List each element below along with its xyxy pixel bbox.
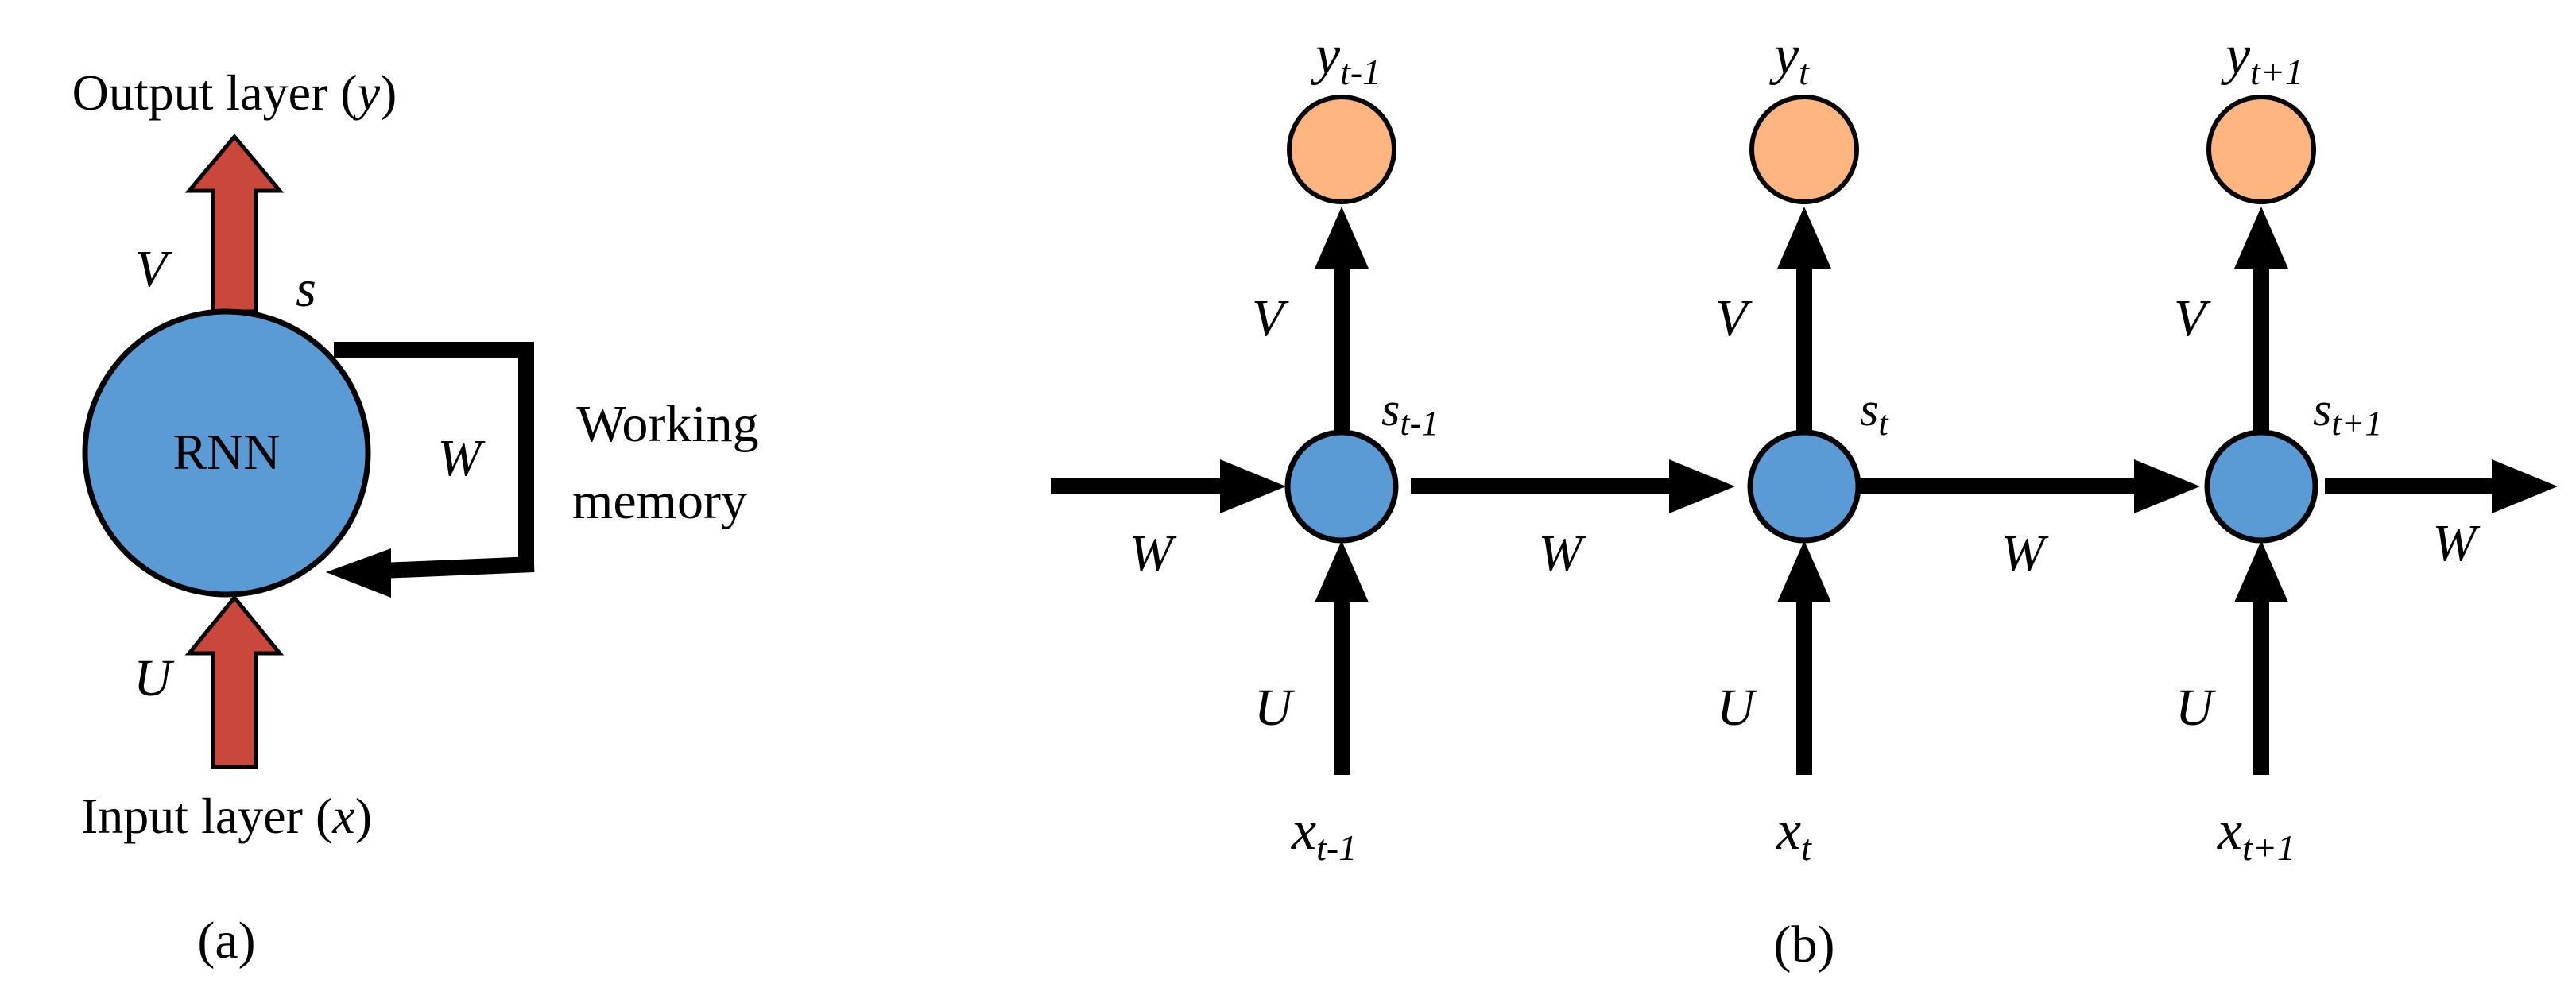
state-node [1284, 429, 1399, 544]
w-label-out: W [2433, 514, 2481, 572]
v-label: V [1252, 289, 1289, 347]
state-node [2204, 429, 2318, 544]
output-node [2206, 95, 2316, 204]
state-label: st-1 [1381, 383, 1439, 443]
memory-label-line2: memory [572, 472, 747, 530]
u-label: U [1254, 679, 1296, 737]
memory-label-line1: Working [576, 395, 758, 453]
output-label: yt [1769, 25, 1810, 92]
output-label: yt-1 [1311, 25, 1381, 92]
u-label: U [2175, 679, 2217, 737]
state-label: s [296, 260, 316, 318]
caption-b: (b) [1774, 916, 1835, 974]
w-label-2: W [2001, 525, 2049, 583]
recurrent-loop [326, 342, 535, 598]
state-node [1747, 429, 1861, 544]
input-label: xt [1776, 800, 1812, 868]
input-label: xt-1 [1291, 800, 1357, 868]
output-arrow [184, 134, 285, 314]
panel-a: Output layer (y) RNN V s W U Working mem… [72, 64, 759, 970]
input-arrow [184, 594, 285, 769]
rnn-node [82, 308, 371, 598]
output-node [1287, 95, 1396, 204]
w-label-1: W [1539, 525, 1586, 583]
panel-b: W W W W yt-1 V st-1 U xt-1 yt V [1051, 25, 2558, 974]
time-step-t-plus-1: yt+1 V st+1 U xt+1 [2174, 25, 2382, 868]
caption-a: (a) [197, 912, 255, 970]
w-label-in: W [1129, 525, 1177, 583]
time-step-t: yt V st U xt [1715, 25, 1889, 868]
output-node [1749, 95, 1859, 204]
state-label: st+1 [2313, 383, 2382, 443]
output-label: yt+1 [2221, 25, 2303, 92]
v-label: V [1715, 289, 1753, 347]
v-weight-label: V [135, 240, 172, 298]
input-layer-label: Input layer (x) [81, 788, 372, 844]
recurrent-arrows [1051, 459, 2558, 513]
u-label: U [1717, 679, 1758, 737]
input-label: xt+1 [2217, 800, 2295, 868]
u-weight-label: U [134, 649, 175, 707]
v-label: V [2174, 289, 2211, 347]
rnn-node-label: RNN [172, 424, 280, 480]
output-layer-label: Output layer (y) [72, 64, 397, 121]
time-step-t-minus-1: yt-1 V st-1 U xt-1 [1252, 25, 1439, 868]
state-label: st [1860, 383, 1889, 443]
w-weight-label: W [438, 429, 486, 487]
